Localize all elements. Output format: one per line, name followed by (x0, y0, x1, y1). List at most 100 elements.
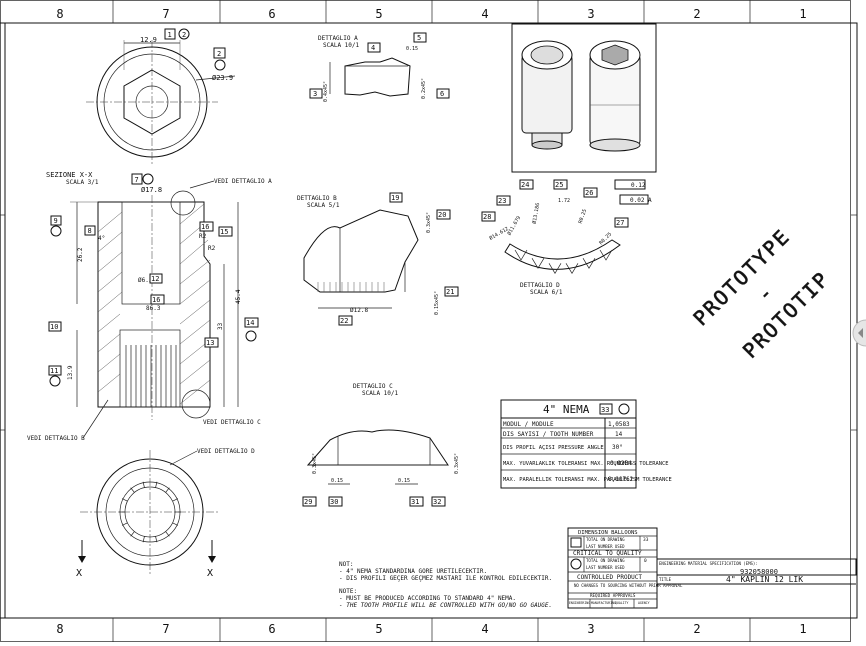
spec-row-label: DIS PROFIL AÇISI PRESSURE ANGLE (503, 445, 604, 451)
grid-col-label: 1 (799, 7, 806, 21)
grid-col-label: 2 (693, 7, 700, 21)
detail-d-tooth (531, 258, 545, 269)
detail-d-tooth (599, 249, 613, 261)
tb-approval-col: ENGINEERING (569, 601, 590, 605)
grid-col-label: 4 (481, 622, 488, 636)
chevron-left-icon[interactable] (858, 328, 863, 338)
grid-col-label: 1 (799, 622, 806, 636)
detail-d: DETTAGLIO D SCALA 6/1 24 25 26 27 28 23 … (481, 179, 652, 296)
note-header: NOT: (339, 561, 353, 568)
balloon: 31 (411, 498, 419, 506)
note-line: - DIS PROFILI GEÇER GEÇMEZ MASTARI ILE K… (339, 575, 552, 582)
balloon: 21 (446, 288, 454, 296)
watermark-line: - (752, 281, 777, 306)
detail-c-reference: VEDI DETTAGLIO C (203, 419, 261, 426)
detail-d-tooth (582, 258, 596, 269)
spline-tooth (142, 481, 145, 488)
tb-value: 33 (643, 537, 649, 543)
grid-col-label: 3 (587, 622, 594, 636)
detail-b-reference: VEDI DETTAGLIO B (27, 435, 85, 442)
balloon: 30 (330, 498, 338, 506)
dim-radius: R2 (208, 245, 216, 252)
spline-tooth (121, 522, 128, 526)
balloon: 14 (246, 319, 254, 327)
detail-title: DETTAGLIO C (353, 383, 393, 390)
dim-chamfer: 0.3x45° (454, 453, 460, 474)
spline-tooth (172, 498, 179, 502)
tb-label: LAST NUMBER USED (586, 544, 625, 549)
grid-col-label: 4 (481, 7, 488, 21)
tb-label: TOTAL ON DRAWING (586, 537, 625, 542)
spec-row-value: 30° (612, 444, 623, 451)
grid-col-label: 8 (56, 622, 63, 636)
spec-table: 4" NEMA 33 MODUL / MODULE 1,0583 DIS SAY… (500, 399, 672, 489)
dim-chamfer: 0.15x45° (434, 291, 440, 315)
dim-step: 0.15 (331, 478, 343, 484)
detail-d-tooth (514, 249, 528, 261)
title-block: DIMENSION BALLOONS TOTAL ON DRAWING 33 L… (567, 527, 857, 609)
tb-label: LAST NUMBER USED (586, 565, 625, 570)
tb-material-spec-label: ENGINEERING MATERIAL SPECIFICATION (EMS)… (659, 561, 758, 566)
tolerance-frame: 0.12 (631, 182, 646, 189)
dim-step: 0.15 (406, 46, 418, 52)
balloon: 8 (88, 227, 92, 235)
dim-chamfer: 0.4x45° (323, 81, 329, 102)
spec-row-value: 14 (615, 431, 623, 438)
balloon: 25 (555, 181, 563, 189)
balloon: 22 (340, 317, 348, 325)
balloon: 4 (371, 44, 375, 52)
spline-tooth (165, 531, 170, 537)
detail-d-tooth (565, 263, 579, 274)
dim-angle-note: 86.3 (146, 305, 161, 312)
spline-tooth (165, 487, 170, 493)
detail-d-reference: VEDI DETTAGLIO D (197, 448, 255, 455)
grid-col-label: 6 (268, 7, 275, 21)
balloon: 12 (151, 275, 159, 283)
balloon: 19 (391, 194, 399, 202)
note-line: - THE TOOTH PROFILE WILL BE CONTROLLED W… (339, 602, 552, 609)
tolerance-frame: 0.02 A (630, 197, 652, 204)
bottom-view: VEDI DETTAGLIO D X X (76, 448, 255, 579)
detail-d-tooth (548, 263, 562, 274)
spec-row-label: DIS SAYISI / TOOTH NUMBER (503, 431, 594, 438)
dim-bore-dia: Ø17.8 (141, 186, 162, 194)
section-scale: SCALA 3/1 (66, 179, 99, 186)
section-marker: X (76, 568, 82, 579)
spec-row-value: 0,00762 (608, 476, 634, 483)
grid-col-label: 2 (693, 622, 700, 636)
detail-scale: SCALA 10/1 (323, 42, 360, 49)
balloon: 23 (498, 197, 506, 205)
top-view: 12.9 1 2 2 Ø23.9 (86, 28, 236, 164)
spec-row-value: 1,0583 (608, 421, 630, 428)
dim-outer-dia: Ø23.9 (212, 74, 233, 82)
detail-title: DETTAGLIO D (520, 282, 560, 289)
dim-chamfer-angle: 4° (98, 235, 105, 242)
section-title: SEZIONE X-X (46, 171, 93, 179)
dim-depth: 26.2 (77, 247, 84, 262)
balloon: 16 (201, 223, 209, 231)
detail-b: DETTAGLIO B SCALA 5/1 Ø12.8 0.3x45° 0.15… (297, 192, 459, 326)
tb-controlled-product: CONTROLLED PRODUCT (577, 574, 642, 581)
isometric-render (511, 23, 657, 173)
dim-radius: R0.25 (578, 208, 589, 224)
balloon: 32 (433, 498, 441, 506)
dim-length: 33 (217, 322, 224, 330)
dim-total-length: 45.4 (235, 289, 242, 304)
grid-col-label: 6 (268, 622, 275, 636)
tb-title-label: TITLE (659, 577, 672, 582)
spec-row-label: MAX. YUVARLAKLIK TOLERANSI MAX. ROUNDNES… (503, 461, 669, 467)
section-view: SEZIONE X-X SCALA 3/1 7 Ø17.8 (27, 171, 272, 442)
dim-tooth-length: 13.9 (67, 365, 74, 380)
detail-c: DETTAGLIO C SCALA 10/1 0.15 0.15 0.3x45°… (302, 383, 460, 507)
detail-title: DETTAGLIO B (297, 195, 337, 202)
grid-col-label: 5 (375, 7, 382, 21)
spline-tooth (130, 487, 135, 493)
tb-required-approvals: REQUIRED APPROVALS (590, 593, 636, 598)
spline-tooth (155, 536, 158, 543)
dim-dia: Ø13.186 (531, 202, 542, 224)
balloon: 24 (521, 181, 529, 189)
notes: NOT: - 4" NEMA STANDARDINA GORE URETILEC… (339, 561, 552, 609)
spline-tooth (130, 531, 135, 537)
